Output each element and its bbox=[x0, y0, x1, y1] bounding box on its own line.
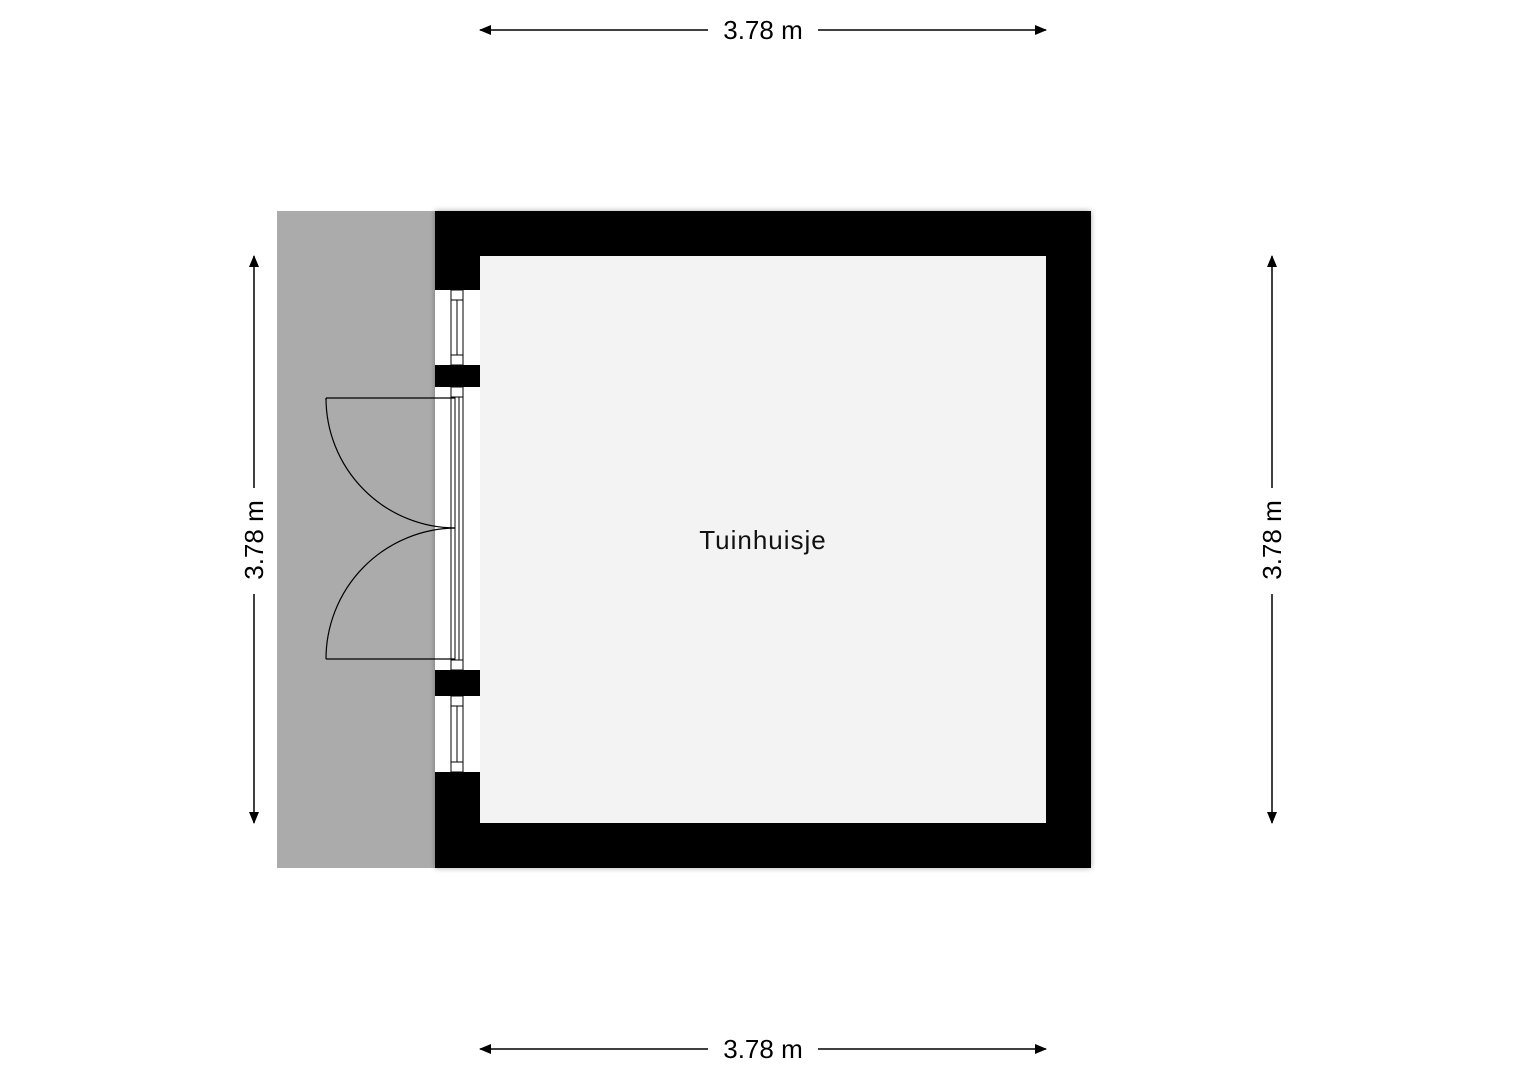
dimension-right-label: 3.78 m bbox=[1257, 500, 1287, 580]
dimension-top: 3.78 m bbox=[479, 15, 1047, 45]
room-label: Tuinhuisje bbox=[699, 525, 827, 555]
dimension-top-label: 3.78 m bbox=[723, 15, 803, 45]
door-swing-upper bbox=[325, 397, 456, 529]
dimension-bottom-label: 3.78 m bbox=[723, 1034, 803, 1064]
door-swing-lower bbox=[325, 527, 456, 660]
wall-pier-bottom bbox=[435, 670, 480, 696]
dimension-bottom: 3.78 m bbox=[479, 1034, 1047, 1064]
dimension-left-label: 3.78 m bbox=[239, 500, 269, 580]
window-top bbox=[450, 289, 464, 366]
wall-pier-top bbox=[435, 365, 480, 387]
dimension-right: 3.78 m bbox=[1257, 255, 1287, 824]
room-floor bbox=[480, 256, 1046, 823]
terrace-area bbox=[277, 211, 435, 868]
window-bottom bbox=[450, 695, 464, 773]
dimension-left: 3.78 m bbox=[239, 255, 269, 824]
